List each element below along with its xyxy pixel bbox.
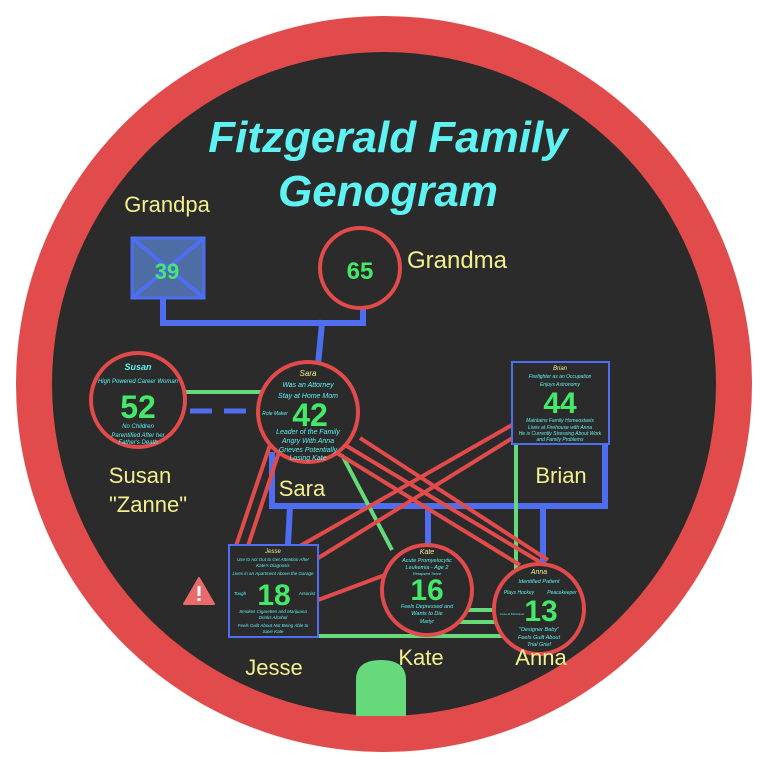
anna-name: Anna [530, 569, 547, 576]
susan-note-2: No Children [122, 424, 154, 430]
kate-name: Kate [420, 549, 435, 556]
brian-note-bottom-1: Maintains Family Homeostasis [526, 418, 594, 424]
sara-node[interactable]: Sara Was an Attorney Stay at Home Mom Ro… [256, 360, 360, 464]
anna-note-bottom-2: Feels Guilt About [518, 635, 560, 641]
susan-node[interactable]: Susan High Powered Career Woman 52 No Ch… [89, 351, 187, 449]
grandpa-node[interactable]: 39 [130, 236, 206, 300]
jesse-kate-conflict-line [317, 573, 386, 602]
anna-note-bottom-1: "Designer Baby" [519, 627, 560, 633]
jesse-side-left: Tough [234, 591, 247, 596]
susan-label-line-1: Susan [109, 463, 171, 488]
anna-side-right: Peacekeeper [547, 590, 577, 596]
anna-label: Anna [515, 645, 567, 670]
anna-side-small: Lives at Firehouse [500, 612, 525, 616]
susan-name: Susan [124, 362, 152, 372]
anna-side-left: Plays Hockey [504, 590, 535, 596]
sara-side-note: Role Maker [262, 411, 288, 417]
kate-note-bottom-3: Martyr [420, 619, 435, 625]
sara-note-bottom-1: Leader of the Family [276, 429, 340, 436]
kate-label: Kate [398, 645, 443, 670]
sara-kate-close-line [340, 454, 394, 551]
brian-square [511, 361, 610, 445]
green-tab-icon[interactable] [356, 660, 406, 716]
diagram-background [52, 52, 716, 716]
brian-note-top-1: Firefighter as an Occupation [529, 374, 592, 380]
brian-jesse-conflict-line-1 [299, 423, 513, 548]
grandpa-age: 39 [155, 259, 179, 284]
jesse-age: 18 [257, 579, 290, 612]
kate-note-bottom-2: Wants to Die [411, 611, 442, 617]
brian-note-top-2: Enjoys Astronomy [540, 382, 581, 388]
grandma-age: 65 [347, 258, 374, 285]
grandparents-to-sara-line [314, 319, 326, 369]
brian-label: Brian [535, 463, 586, 488]
grandma-node[interactable]: 65 [318, 226, 402, 310]
sara-jesse-conflict-line-1 [234, 444, 272, 547]
anna-node[interactable]: Anna Identified Patient Plays Hockey Pea… [492, 562, 586, 656]
sara-note-top-1: Was an Attorney [282, 382, 334, 389]
jesse-square [228, 544, 319, 638]
jesse-note-bottom-1: Smokes Cigarettes and Marijuana [239, 609, 307, 614]
grandma-label: Grandma [407, 247, 508, 274]
brian-note-bottom-3: He is Currently Stressing About Work [519, 431, 602, 437]
susan-note-1: High Powered Career Woman [98, 379, 179, 385]
sara-kate-conflict-line [330, 448, 522, 567]
kate-note-bottom-1: Feels Depressed and [401, 604, 454, 610]
anna-age: 13 [524, 595, 557, 628]
brian-note-bottom-2: Lives at Firehouse with Anna [528, 425, 592, 431]
kate-node[interactable]: Kate Acute Promyelocytic Leukemia - Age … [380, 543, 474, 637]
brian-note-bottom-4: and Family Problems [537, 437, 584, 443]
anna-circle [492, 562, 586, 656]
blue-family-lines [160, 297, 608, 568]
susan-note-4: Father's Death [118, 440, 158, 446]
sara-name: Sara [300, 369, 317, 378]
kate-note-top-3: Relapsed Twice [413, 571, 442, 576]
sara-anna-conflict-line-2 [358, 436, 550, 562]
jesse-note-top-2: Kate's Diagnosis [256, 563, 290, 568]
jesse-side-right: Arsonist [298, 591, 316, 596]
title-line-1: Fitzgerald Family [208, 113, 570, 162]
jesse-note-top-1: Use to Act Out to Get Attention After [237, 557, 310, 562]
brian-age: 44 [543, 387, 577, 420]
jesse-name: Jesse [264, 549, 281, 555]
jesse-label: Jesse [245, 655, 302, 680]
susan-age: 52 [120, 389, 156, 425]
sara-label: Sara [279, 476, 326, 501]
brian-node[interactable]: Brian Firefighter as an Occupation Enjoy… [511, 361, 610, 445]
grandma-circle [318, 226, 402, 310]
jesse-node[interactable]: Jesse Use to Act Out to Get Attention Af… [228, 544, 319, 638]
kate-age: 16 [410, 574, 443, 607]
susan-note-3: Parentified After her [111, 433, 165, 439]
sara-brian-marriage-line [269, 442, 608, 509]
jesse-note-bottom-3: Feels Guilt About Not Being Able to [238, 623, 309, 628]
child-line-jesse [284, 502, 294, 549]
kate-note-top-2: Leukemia - Age 2 [406, 565, 449, 571]
brian-name: Brian [553, 366, 568, 372]
jesse-note-bottom-2: Drinks Alcohol [259, 615, 289, 620]
susan-circle [89, 351, 187, 449]
sara-age: 42 [292, 397, 328, 433]
susan-label-line-2: "Zanne" [109, 492, 187, 517]
sara-jesse-conflict-line-2 [246, 448, 282, 547]
jesse-note-bottom-4: Save Kate [263, 629, 284, 634]
sara-note-top-2: Stay at Home Mom [278, 393, 338, 400]
grandparents-marriage-line [160, 297, 366, 326]
brian-jesse-conflict-line-2 [313, 435, 516, 562]
anna-note-bottom-3: Trial Grief [527, 642, 551, 648]
sara-note-bottom-4: Losing Kate [290, 455, 327, 462]
sara-note-bottom-3: Grieves Potentially [279, 447, 338, 454]
title-line-2: Genogram [278, 167, 498, 216]
sara-circle [256, 360, 360, 464]
anna-note-top-1: Identified Patient [519, 579, 560, 585]
kate-circle [380, 543, 474, 637]
sara-anna-conflict-line-1 [343, 443, 542, 564]
red-conflict-lines [234, 423, 550, 602]
sara-note-bottom-2: Angry With Anna [281, 438, 334, 445]
grandpa-label: Grandpa [124, 192, 210, 217]
warning-triangle-icon[interactable] [183, 577, 215, 605]
kate-note-top-1: Acute Promyelocytic [401, 558, 452, 564]
jesse-note-top-3: Lives in an Apartment Above the Garage [233, 571, 314, 576]
